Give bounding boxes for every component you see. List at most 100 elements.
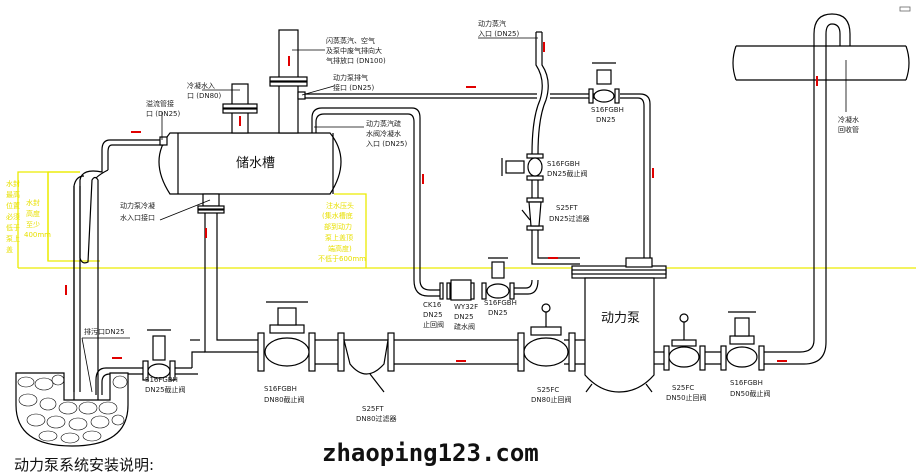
svg-text:DN25: DN25 [454,313,474,321]
svg-text:盖: 盖 [6,245,13,254]
valve-steam-filter[interactable] [521,197,544,231]
label-valve-check-small: CK16 DN25 止回阀 [423,301,444,329]
flow-arrow [422,174,424,184]
watermark: zhaoping123.com [322,439,539,467]
flash-vent-pipe [269,29,308,134]
flow-arrow [652,168,654,178]
label-valve-steam-stop: S16FGBH DN25截止阀 [547,160,588,178]
condensate-inlet-pipe [222,83,258,134]
valve-trap[interactable] [450,279,475,301]
label-valve-out-check: S25FC DN50止回阀 [666,384,707,402]
valve-steam-stop[interactable] [501,153,544,181]
svg-text:S16FGBH: S16FGBH [591,106,624,114]
flow-arrow [543,42,545,52]
leader-lines [81,37,847,393]
callout-flash-vent: 闪蒸蒸汽、空气 及泵中废气排向大 气排放口 (DN100) [326,36,386,65]
steam-inlet-pipe [531,31,549,155]
svg-text:位置: 位置 [6,201,20,210]
svg-text:DN25过滤器: DN25过滤器 [549,214,590,223]
flow-arrow [288,56,290,66]
system-instructions-title: 动力泵系统安装说明: [14,456,154,474]
drain-sump-pit [15,372,129,447]
svg-text:至少: 至少 [26,221,40,229]
valve-out-stop[interactable] [720,311,765,371]
flow-arrow [239,116,241,126]
label-valve-trap-stop: S16FGBH DN25 [484,299,517,317]
svg-text:最高: 最高 [6,190,20,199]
svg-text:400mm: 400mm [24,231,51,239]
svg-text:DN50截止阀: DN50截止阀 [730,389,771,398]
svg-text:及泵中废气排向大: 及泵中废气排向大 [326,46,382,55]
callout-return-pipe: 冷凝水 回收管 [838,115,859,134]
label-valve-steam-filter: S25FT DN25过滤器 [549,204,590,223]
flow-arrow [466,86,476,88]
pump-label: 动力泵 [601,311,640,326]
svg-text:S25FC: S25FC [672,384,694,392]
svg-text:高度: 高度 [26,209,40,218]
valve-trap-stop[interactable] [481,257,539,300]
label-valve-main-stop: S16FGBH DN80截止阀 [264,385,305,404]
flow-arrow [456,360,466,362]
svg-text:部到动力: 部到动力 [324,222,352,231]
svg-text:接口 (DN25): 接口 (DN25) [333,83,374,92]
valve-top-right[interactable] [588,62,620,104]
svg-text:S16FGBH: S16FGBH [730,379,763,387]
svg-text:DN25: DN25 [423,311,443,319]
svg-text:口 (DN80): 口 (DN80) [187,92,221,100]
svg-text:S16FGBH: S16FGBH [264,385,297,393]
svg-text:口 (DN25): 口 (DN25) [146,110,180,118]
svg-text:疏水阀: 疏水阀 [454,322,475,331]
svg-text:止回阀: 止回阀 [423,320,444,329]
svg-text:冷凝水入: 冷凝水入 [187,81,215,90]
svg-text:必须: 必须 [6,212,20,221]
flow-arrow [131,131,141,133]
svg-text:水封: 水封 [6,179,20,188]
flow-arrows [65,42,818,362]
label-valve-trap: WY32F DN25 疏水阀 [454,303,478,331]
svg-text:闪蒸蒸汽、空气: 闪蒸蒸汽、空气 [326,36,375,45]
svg-text:水入口接口: 水入口接口 [120,213,155,222]
svg-text:DN25: DN25 [596,116,616,124]
svg-text:S25FT: S25FT [556,204,578,212]
valve-out-check[interactable] [663,313,706,371]
svg-text:动力蒸汽: 动力蒸汽 [478,19,506,28]
note-right: 注水压头 (集水槽底 部到动力 泵上盖顶 端高度) 不低于600mm [318,201,366,263]
callout-overflow: 溢流管接 口 (DN25) [146,99,180,118]
svg-text:S25FT: S25FT [362,405,384,413]
label-valve-top-right: S16FGBH DN25 [591,106,624,124]
svg-text:WY32F: WY32F [454,303,478,311]
svg-text:DN25: DN25 [488,309,508,317]
svg-text:DN80过滤器: DN80过滤器 [356,414,397,423]
svg-text:DN80截止阀: DN80截止阀 [264,395,305,404]
svg-text:动力泵冷凝: 动力泵冷凝 [120,201,155,210]
svg-text:(集水槽底: (集水槽底 [322,211,353,220]
flow-arrow [777,360,787,362]
svg-text:低于: 低于 [6,223,20,232]
storage-tank: 储水槽 [158,132,342,195]
flow-arrow [65,285,67,295]
svg-text:气排放口 (DN100): 气排放口 (DN100) [326,56,386,65]
valve-drain-stop[interactable] [142,329,176,381]
callout-drain: 排污口DN25 [84,327,125,336]
flow-arrow [548,257,558,259]
svg-text:溢流管接: 溢流管接 [146,99,174,108]
valve-main-filter[interactable] [337,332,395,393]
label-valve-main-filter: S25FT DN80过滤器 [356,405,397,423]
valve-main-stop[interactable] [257,301,316,372]
svg-text:DN25截止阀: DN25截止阀 [145,385,186,394]
valve-check-small[interactable] [413,279,451,300]
svg-text:水阀冷凝水: 水阀冷凝水 [366,129,401,138]
svg-text:S16FGBH: S16FGBH [484,299,517,307]
yellow-dimension-lines [17,171,916,269]
valve-main-check[interactable] [517,303,576,372]
svg-text:S16FGBH: S16FGBH [547,160,580,168]
svg-text:泵上盖顶: 泵上盖顶 [325,233,353,242]
power-pump: 动力泵 [571,257,667,393]
callout-condensate-in: 冷凝水入 口 (DN80) [187,81,221,100]
svg-text:入口 (DN25): 入口 (DN25) [366,140,407,148]
svg-text:S16FGBH: S16FGBH [145,376,178,384]
callout-pump-water-in: 动力泵冷凝 水入口接口 [120,201,155,222]
flow-arrow [205,228,207,238]
svg-text:入口 (DN25): 入口 (DN25) [478,30,519,38]
